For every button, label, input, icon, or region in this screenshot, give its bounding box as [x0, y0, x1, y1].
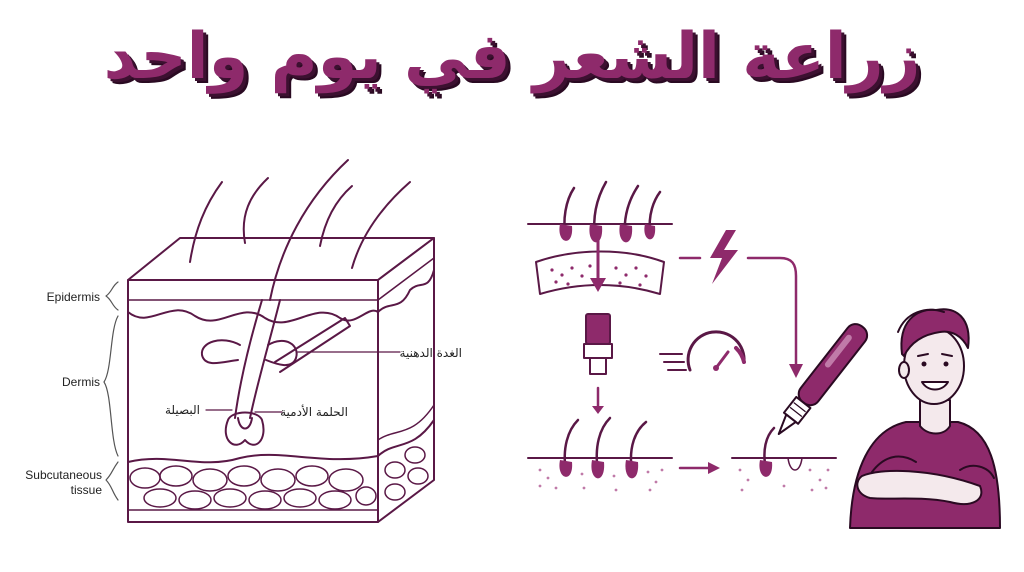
- new-graft-icon: [731, 426, 837, 492]
- label-sebaceous-gland: الغدة الدهنية: [400, 346, 462, 360]
- lightning-icon: [678, 230, 803, 378]
- label-subcutaneous-tissue: tissue: [71, 483, 103, 497]
- label-dermal-papilla: الحلمة الأدمية: [280, 404, 348, 419]
- label-bulb: البصيلة: [165, 403, 200, 417]
- skin-cross-section: [103, 159, 435, 523]
- implanter-pen-icon: [777, 323, 869, 436]
- label-subcutaneous: Subcutaneous: [25, 468, 102, 482]
- fue-punch-icon: [583, 313, 613, 414]
- happy-man-icon: [849, 308, 1001, 529]
- speedometer-icon: [659, 330, 746, 372]
- arrow-right-icon: [678, 462, 720, 474]
- label-dermis: Dermis: [62, 375, 100, 389]
- page-title: زراعة الشعر في يوم واحد: [103, 20, 921, 94]
- label-epidermis: Epidermis: [47, 290, 100, 304]
- scalp-graft-icon: [527, 180, 673, 295]
- implanted-follicles-icon: [527, 416, 673, 492]
